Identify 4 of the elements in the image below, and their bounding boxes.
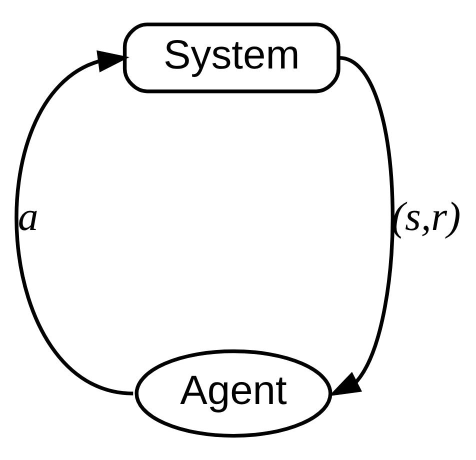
arrow xyxy=(15,50,134,396)
node-ellipse: Agent xyxy=(134,349,332,438)
edge-label: a xyxy=(18,194,38,239)
node-box: System xyxy=(122,22,340,94)
